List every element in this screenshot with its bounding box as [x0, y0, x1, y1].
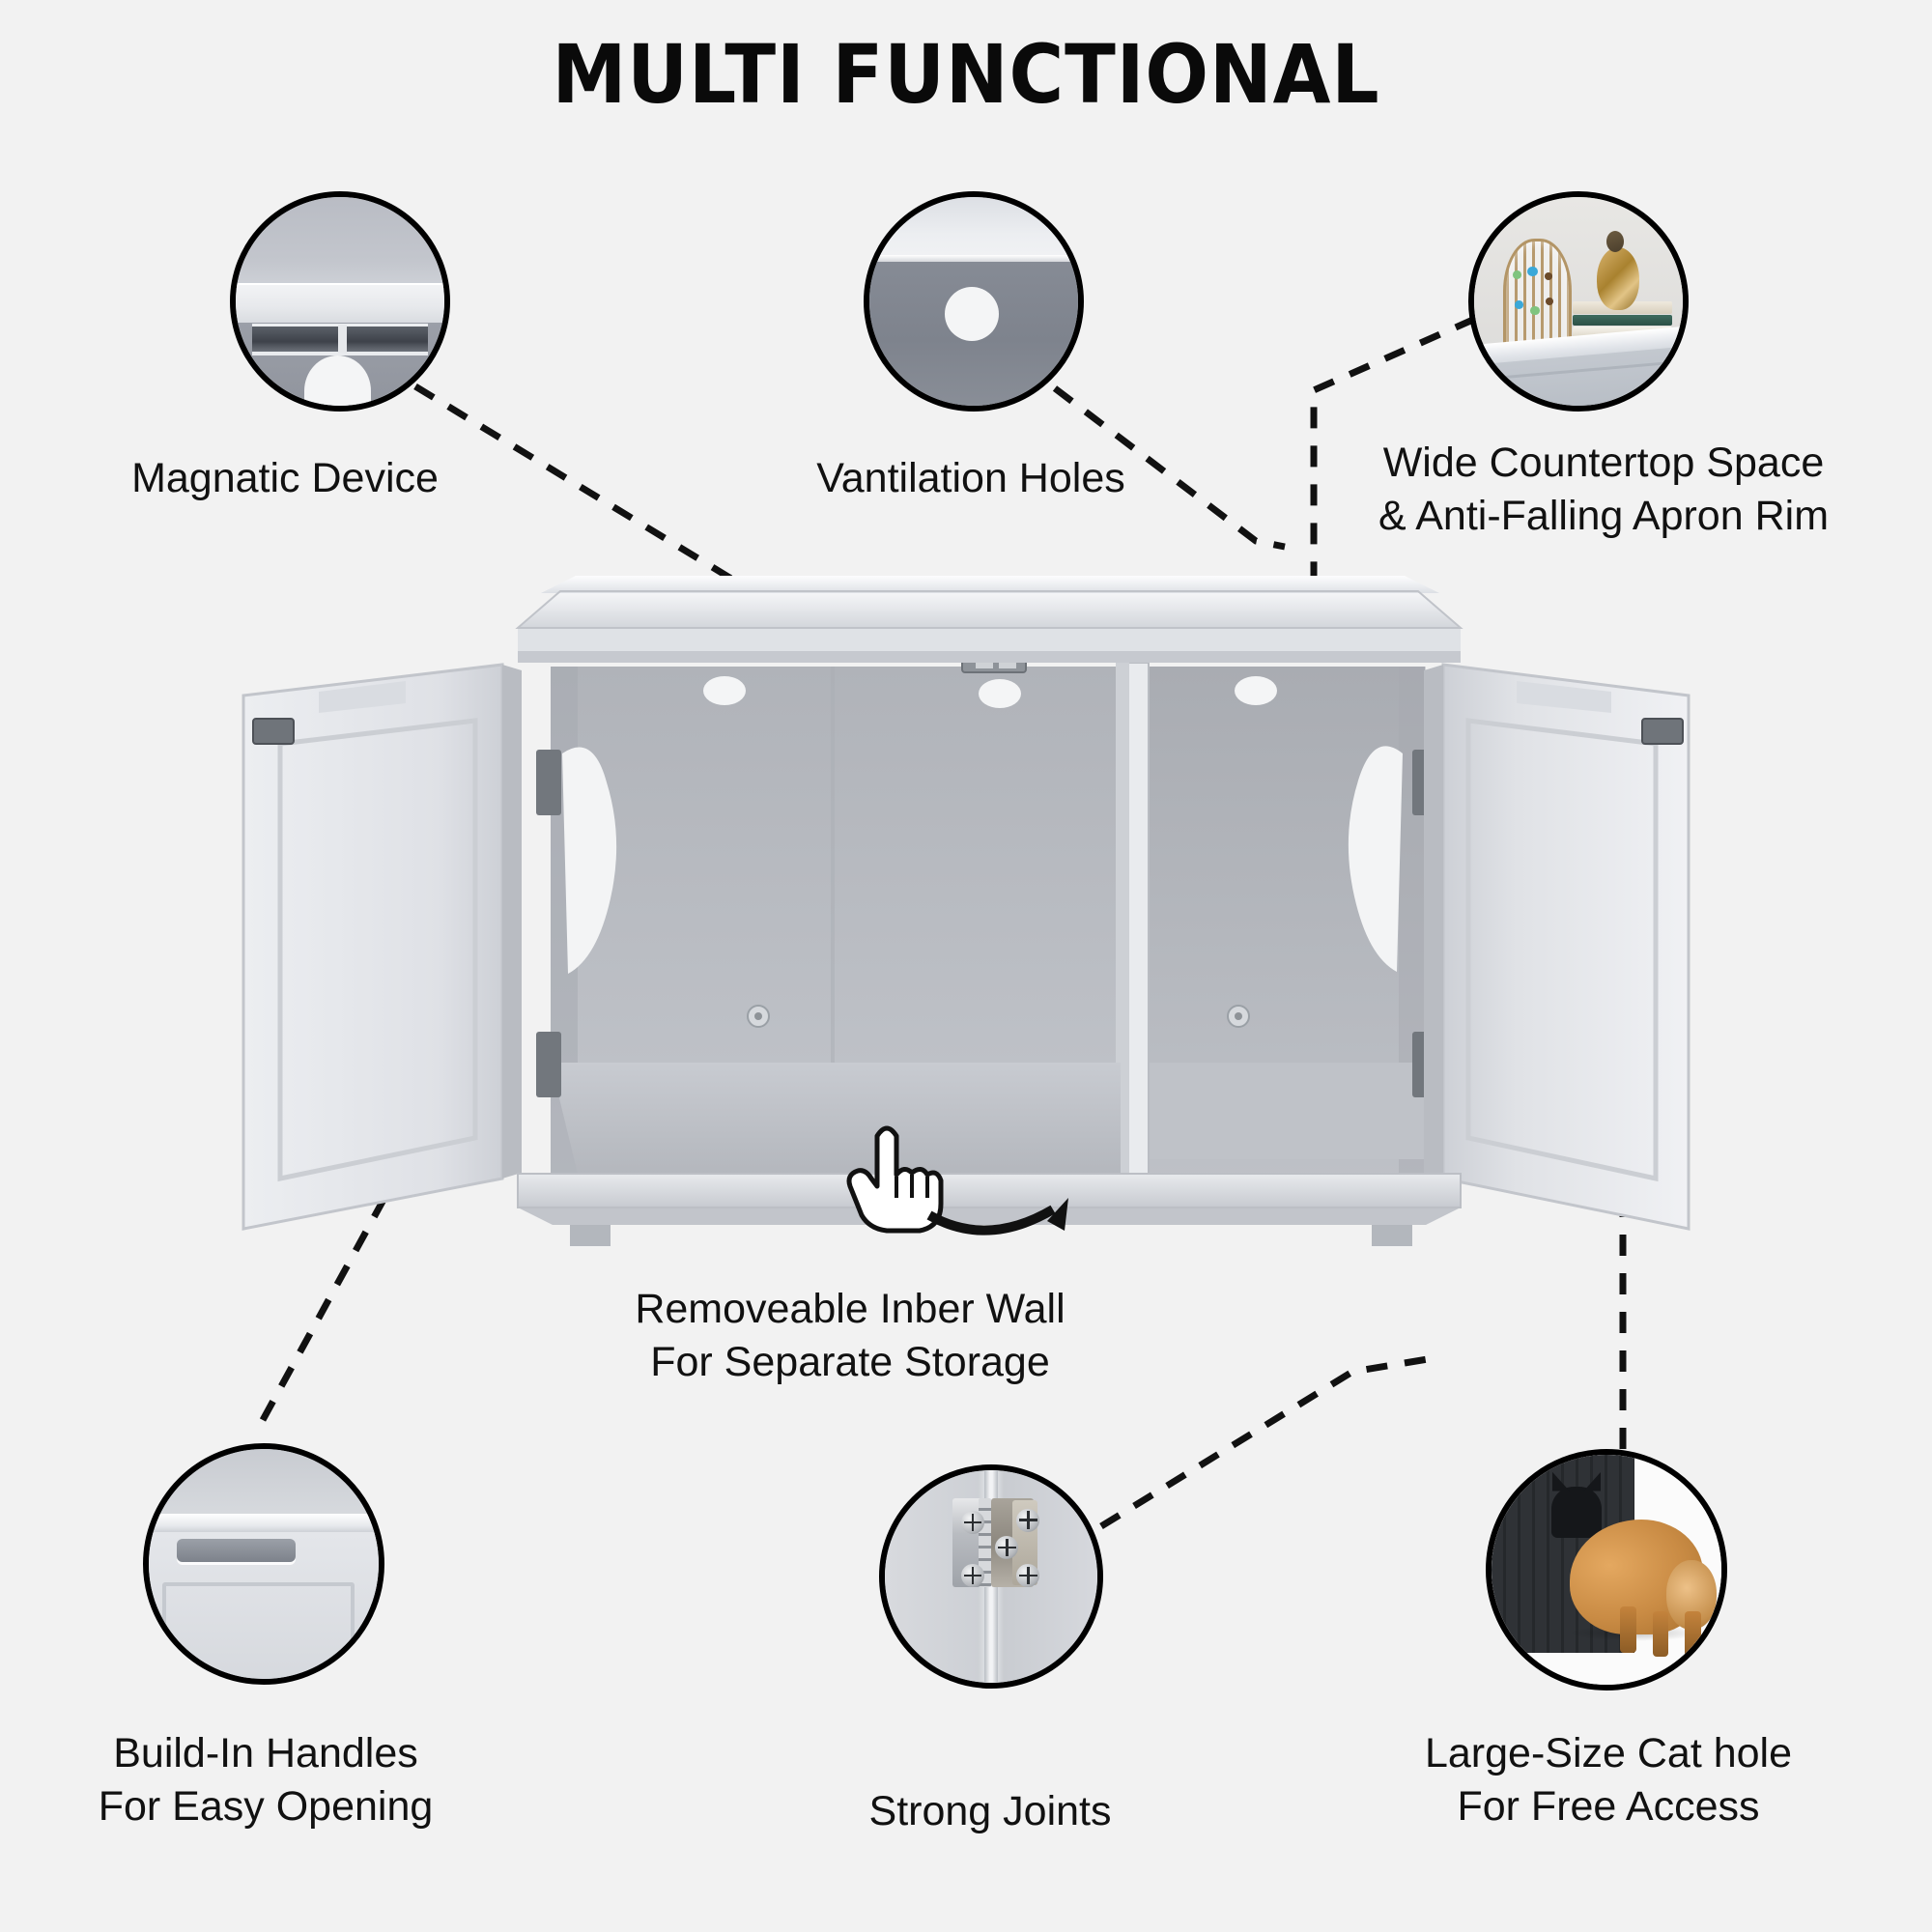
- callout-label-build-in-handles: Build-In Handles For Easy Opening: [98, 1730, 434, 1831]
- callout-label-ventilation-holes: Vantilation Holes: [816, 455, 1125, 501]
- callout-wide-countertop: [1468, 191, 1689, 412]
- callout-label-wide-countertop: Wide Countertop Space & Anti-Falling Apr…: [1378, 440, 1830, 540]
- callout-large-cat-hole: [1486, 1449, 1727, 1690]
- callout-strong-joints: [879, 1464, 1103, 1689]
- callout-label-strong-joints: Strong Joints: [868, 1788, 1112, 1834]
- callout-label-magnetic-device: Magnatic Device: [131, 455, 439, 501]
- pointing-hand-icon: [846, 1125, 1068, 1236]
- center-note-removable-inner-wall: Removeable Inber Wall For Separate Stora…: [635, 1286, 1065, 1386]
- page-title: MULTI FUNCTIONAL: [552, 27, 1380, 122]
- callout-ventilation-holes: [864, 191, 1084, 412]
- callout-magnetic-device: [230, 191, 450, 412]
- callout-label-large-cat-hole: Large-Size Cat hole For Free Access: [1424, 1730, 1793, 1831]
- callout-build-in-handles: [143, 1443, 384, 1685]
